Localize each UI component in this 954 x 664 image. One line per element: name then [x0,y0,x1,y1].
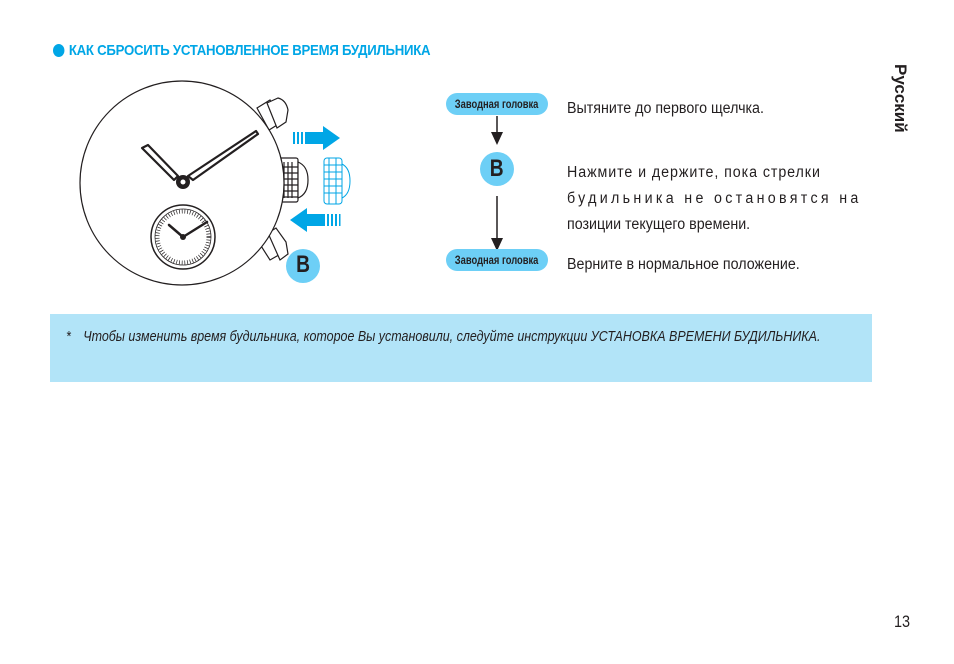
note-text: Чтобы изменить время будильника, которое… [83,329,821,345]
language-label: Русский [891,64,910,133]
note-box: * Чтобы изменить время будильника, котор… [50,314,872,382]
watch-diagram: B [70,70,370,310]
pull-crown-arrow-icon [293,126,340,150]
bullet-dot-icon [53,44,65,57]
b-button-badge: B [480,152,514,186]
language-side-tab: Русский [886,64,912,154]
b-badge-label: B [490,155,504,182]
flow-arrows-icon [491,116,503,251]
note-marker: * [66,329,71,345]
crown-badge-label: Заводная головка [455,97,539,111]
push-crown-arrow-icon [290,208,341,232]
section-title-text: КАК СБРОСИТЬ УСТАНОВЛЕННОЕ ВРЕМЯ БУДИЛЬН… [68,42,431,59]
step-3-text: Верните в нормальное положение. [567,256,800,273]
step-2-text: Нажмите и держите, пока стрелки будильни… [567,160,871,238]
procedure-flowchart: Заводная головка B Заводная головка [446,88,556,278]
b-button-badge [286,249,320,283]
step-1-text: Вытяните до первого щелчка. [567,100,764,117]
page-number: 13 [894,612,911,631]
step-2-line-3: позиции текущего времени. [567,216,751,233]
crown-icon [323,157,351,205]
crown-badge-2: Заводная головка [446,249,548,271]
step-2-line-1: Нажмите и держите, пока стрелки [567,164,821,181]
step-2-line-2: будильника не остановятся на [567,190,862,207]
watch-face-icon [79,80,351,286]
crown-badge-1: Заводная головка [446,93,548,115]
crown-badge-label: Заводная головка [455,253,539,267]
section-title: КАК СБРОСИТЬ УСТАНОВЛЕННОЕ ВРЕМЯ БУДИЛЬН… [53,42,431,59]
b-button-label: B [296,251,310,278]
